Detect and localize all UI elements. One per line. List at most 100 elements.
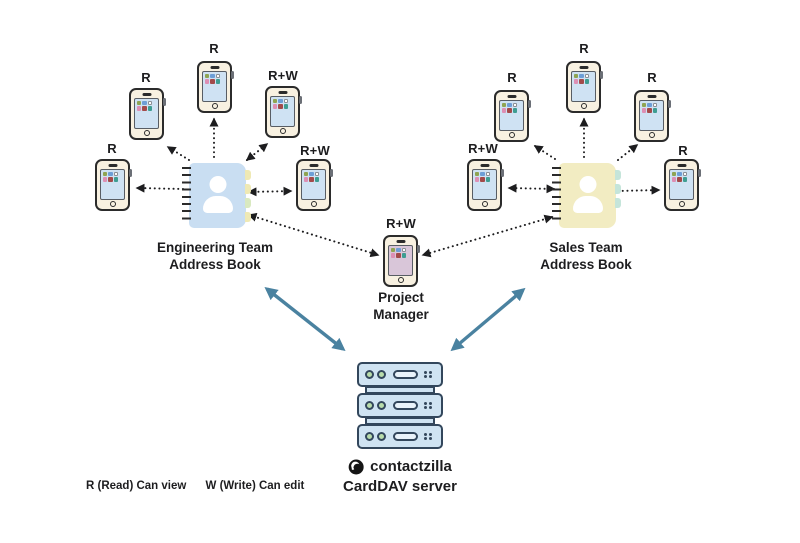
sales-cluster-title: Sales Team Address Book — [486, 239, 686, 273]
phone-side-button-icon — [501, 169, 504, 177]
app-grid-icon — [390, 247, 406, 258]
phone-sales-left — [467, 159, 504, 211]
phone-side-button-icon — [600, 71, 603, 79]
phone-speaker-icon — [108, 164, 117, 167]
phone-project-manager — [383, 235, 420, 287]
phone-screen — [472, 169, 497, 200]
phone-sales-top-left — [494, 90, 531, 142]
app-grid-icon — [303, 171, 319, 182]
phone-screen — [270, 96, 295, 127]
engineering-title-line1: Engineering Team — [156, 240, 274, 255]
access-label-sales-left: R+W — [468, 141, 498, 156]
app-grid-icon — [272, 98, 288, 109]
vent-dots-icon — [424, 370, 432, 379]
access-label-project-manager: R+W — [386, 216, 416, 231]
led-icon — [365, 432, 374, 441]
phone-home-button-icon — [279, 128, 286, 134]
phone-screen — [202, 71, 227, 102]
phone-speaker-icon — [210, 66, 219, 69]
phone-engineering-top-right — [265, 86, 302, 138]
app-grid-icon — [102, 171, 118, 182]
phone-screen — [388, 245, 413, 276]
phone-side-button-icon — [417, 245, 420, 253]
link-sales-right — [617, 185, 661, 195]
drive-slot-icon — [393, 401, 418, 410]
phone-home-button-icon — [580, 103, 587, 109]
server-label: CardDAV server — [343, 478, 457, 495]
phone-engineering-top — [197, 61, 234, 113]
app-grid-icon — [671, 171, 687, 182]
phone-side-button-icon — [129, 169, 132, 177]
access-label-engineering-right: R+W — [300, 143, 330, 158]
link-sales-top-left — [533, 145, 556, 160]
led-icon — [377, 370, 386, 379]
led-icon — [377, 432, 386, 441]
phone-speaker-icon — [309, 164, 318, 167]
vent-dots-icon — [424, 401, 432, 410]
phone-side-button-icon — [668, 100, 671, 108]
contact-person-icon — [209, 176, 226, 193]
phone-speaker-icon — [278, 91, 287, 94]
link-engineering-top-left — [166, 146, 190, 161]
link-engineering-top-right — [245, 143, 269, 161]
phone-speaker-icon — [480, 164, 489, 167]
legend-read: R (Read) Can view — [86, 480, 187, 492]
drive-slot-icon — [393, 432, 418, 441]
phone-home-button-icon — [397, 277, 404, 283]
phone-screen — [639, 100, 664, 131]
sales-title-line2: Address Book — [540, 257, 632, 272]
engineering-cluster-title: Engineering Team Address Book — [115, 239, 315, 273]
access-label-sales-right: R — [678, 143, 688, 158]
phone-side-button-icon — [330, 169, 333, 177]
phone-sales-top-right — [634, 90, 671, 142]
phone-screen — [499, 100, 524, 131]
book-spiral-binding — [182, 167, 191, 224]
phone-engineering-left — [95, 159, 132, 211]
access-label-engineering-top: R — [209, 41, 219, 56]
phone-home-button-icon — [481, 201, 488, 207]
phone-screen — [134, 98, 159, 129]
phone-screen — [571, 71, 596, 102]
app-grid-icon — [204, 73, 220, 84]
link-engineering-left — [135, 183, 184, 193]
phone-speaker-icon — [507, 95, 516, 98]
link-engineering-project-manager — [247, 212, 380, 258]
phone-home-button-icon — [678, 201, 685, 207]
server-rack-unit — [357, 393, 443, 418]
access-label-sales-top-left: R — [507, 70, 517, 85]
phone-screen — [100, 169, 125, 200]
phone-speaker-icon — [647, 95, 656, 98]
sync-arrow-sales-server — [450, 287, 526, 352]
phone-home-button-icon — [310, 201, 317, 207]
phone-home-button-icon — [648, 132, 655, 138]
engineering-title-line2: Address Book — [169, 257, 261, 272]
address-book-sales-icon — [552, 163, 621, 228]
brand-name: contactzilla — [370, 458, 452, 475]
pm-title-line2: Manager — [373, 307, 429, 322]
led-icon — [377, 401, 386, 410]
access-label-engineering-top-left: R — [141, 70, 151, 85]
phone-side-button-icon — [231, 71, 234, 79]
app-grid-icon — [501, 102, 517, 113]
app-grid-icon — [573, 73, 589, 84]
led-icon — [365, 401, 374, 410]
app-grid-icon — [136, 100, 152, 111]
sync-arrow-engineering-server — [264, 286, 346, 352]
book-spiral-binding — [552, 167, 561, 224]
access-label-sales-top: R — [579, 41, 589, 56]
phone-home-button-icon — [143, 130, 150, 136]
server-rack-unit — [357, 424, 443, 449]
phone-side-button-icon — [528, 100, 531, 108]
phone-engineering-right — [296, 159, 333, 211]
phone-side-button-icon — [163, 98, 166, 106]
legend-write: W (Write) Can edit — [205, 480, 305, 492]
brand-row: contactzilla — [348, 458, 452, 475]
access-label-engineering-left: R — [107, 141, 117, 156]
phone-speaker-icon — [579, 66, 588, 69]
led-icon — [365, 370, 374, 379]
contact-person-icon — [579, 176, 596, 193]
sales-title-line1: Sales Team — [549, 240, 623, 255]
phone-sales-right — [664, 159, 701, 211]
